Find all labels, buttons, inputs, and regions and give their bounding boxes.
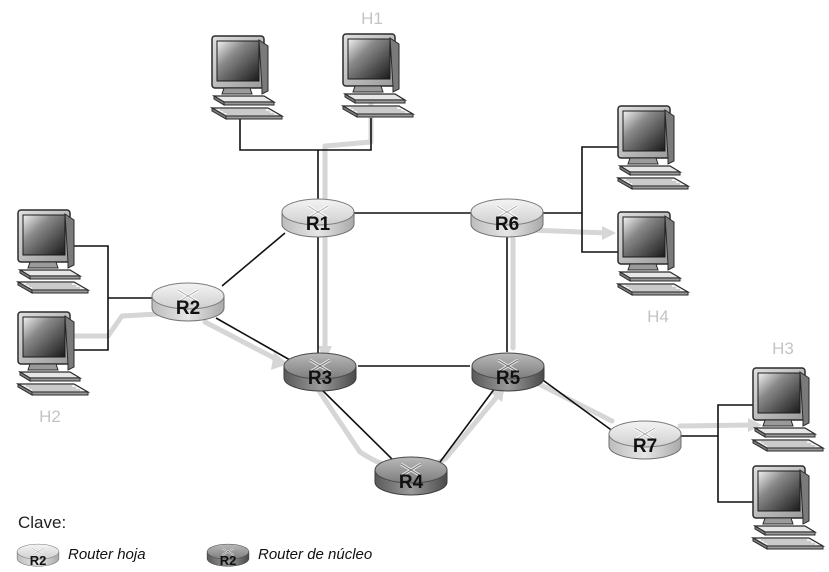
computer-icon [342, 33, 414, 118]
router-r2: R2 [150, 281, 226, 323]
network-links [72, 118, 753, 503]
host-h2 [17, 311, 89, 396]
legend-edge-router-sample: R2 [30, 553, 47, 568]
router-r1: R1 [280, 197, 356, 239]
host-h3 [752, 367, 824, 452]
host-h1-lan-left [211, 35, 283, 120]
host-h4-label: H4 [647, 307, 669, 326]
legend-title: Clave: [18, 513, 66, 532]
router-r7-label: R7 [633, 436, 657, 457]
host-h3-lan-bottom [752, 465, 824, 550]
host-h2-lan-top [17, 209, 89, 294]
router-r5: R5 [470, 351, 546, 393]
computer-icon [617, 211, 689, 296]
computer-icon [752, 465, 824, 550]
computer-icon [617, 105, 689, 190]
path-arrow-icon [602, 226, 616, 240]
host-h1 [342, 33, 414, 118]
host-h4 [617, 211, 689, 296]
legend-edge-router-label: Router hoja [68, 546, 146, 563]
legend: Clave: R2 Router hoja R2 Router de núcle… [16, 513, 372, 568]
computer-icon [17, 311, 89, 396]
router-r4-label: R4 [399, 472, 424, 493]
router-r4: R4 [373, 455, 449, 497]
host-h3-label: H3 [772, 339, 794, 358]
path-arrow-icon [748, 418, 762, 432]
host-h4-lan-top [617, 105, 689, 190]
router-r5-label: R5 [496, 368, 521, 389]
legend-core-router-sample: R2 [220, 553, 237, 568]
router-r6: R6 [469, 197, 545, 239]
router-r1-label: R1 [306, 214, 331, 235]
computer-icon [752, 367, 824, 452]
computer-icon [211, 35, 283, 120]
computer-icon [17, 209, 89, 294]
router-r6-label: R6 [495, 214, 519, 235]
router-r2-label: R2 [176, 298, 200, 319]
router-r7: R7 [607, 419, 683, 461]
host-h2-label: H2 [39, 407, 61, 426]
legend-core-router-label: Router de núcleo [258, 546, 372, 563]
router-r3-label: R3 [308, 368, 332, 389]
router-r3: R3 [282, 351, 358, 393]
host-h1-label: H1 [361, 9, 383, 28]
